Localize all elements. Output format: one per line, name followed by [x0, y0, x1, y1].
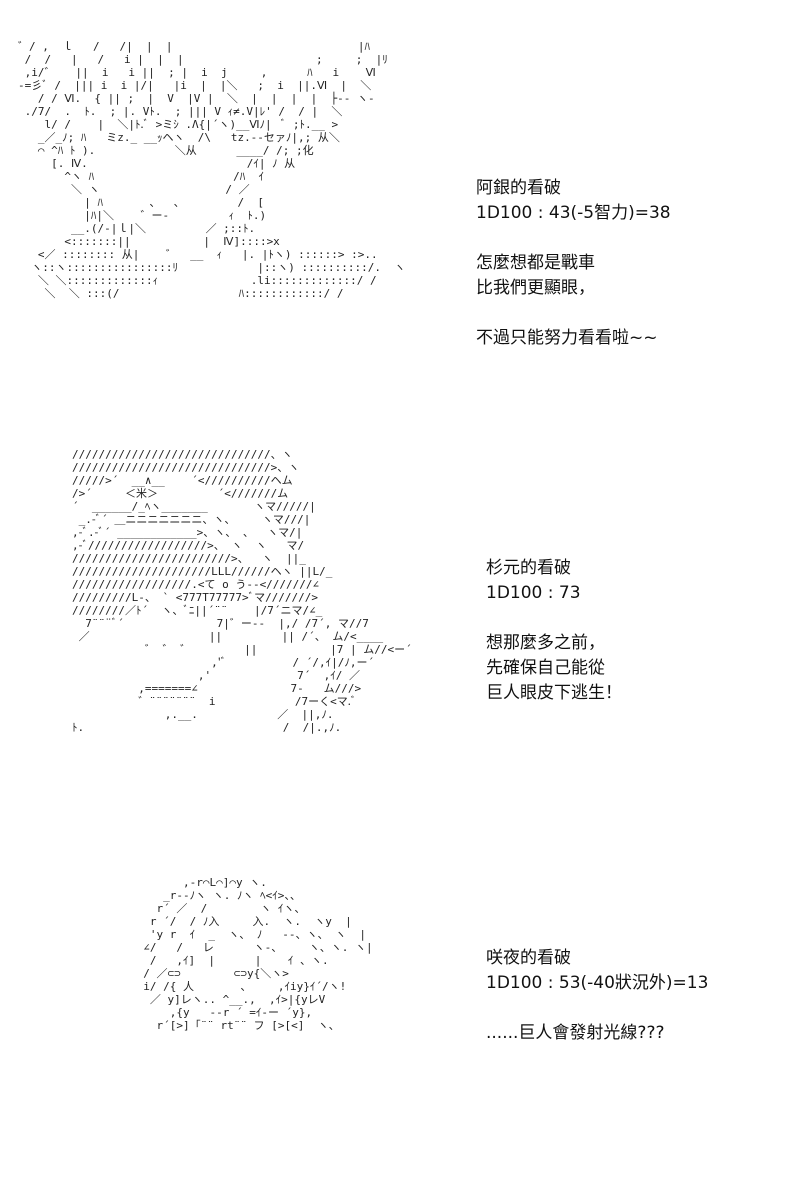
gintoki-comment-2: 比我們更顯眼， — [476, 278, 595, 298]
ascii-art-sugimoto: //////////////////////////////、ヽ ///////… — [72, 448, 412, 734]
gintoki-roll: 1D100 : 43(-5智力)=38 — [476, 203, 671, 223]
ascii-art-gintoki: ゛/ , ｌ / /| | | |ﾊ / / | / i | | | ; ; |… — [18, 40, 406, 300]
sugimoto-comment-3: 巨人眼皮下逃生！ — [486, 683, 622, 703]
sugimoto-dice-text: 杉元的看破 1D100 : 73 想那麼多之前， 先確保自己能從 巨人眼皮下逃生… — [486, 556, 622, 706]
sakuya-dice-text: 咲夜的看破 1D100 : 53(-40狀況外)=13 ......巨人會發射光… — [486, 946, 708, 1046]
gintoki-title: 阿銀的看破 — [476, 178, 561, 198]
gintoki-comment-1: 怎麼想都是戰車 — [476, 253, 595, 273]
sakuya-title: 咲夜的看破 — [486, 948, 571, 968]
sugimoto-comment-2: 先確保自己能從 — [486, 658, 605, 678]
ascii-art-sakuya: ,-r⌒L⌒]⌒y ヽ. _r--ﾉヽ ヽ. ﾉヽ ﾍ<ｲ>、、 r´ ／ / … — [143, 876, 373, 1032]
sakuya-roll: 1D100 : 53(-40狀況外)=13 — [486, 973, 709, 993]
sugimoto-comment-1: 想那麼多之前， — [486, 633, 605, 653]
sugimoto-roll: 1D100 : 73 — [486, 583, 581, 603]
gintoki-dice-text: 阿銀的看破 1D100 : 43(-5智力)=38 怎麼想都是戰車 比我們更顯眼… — [476, 176, 671, 351]
sugimoto-title: 杉元的看破 — [486, 558, 571, 578]
sakuya-comment-1: ......巨人會發射光線??? — [486, 1023, 665, 1043]
gintoki-comment-3: 不過只能努力看看啦~~ — [476, 328, 658, 348]
